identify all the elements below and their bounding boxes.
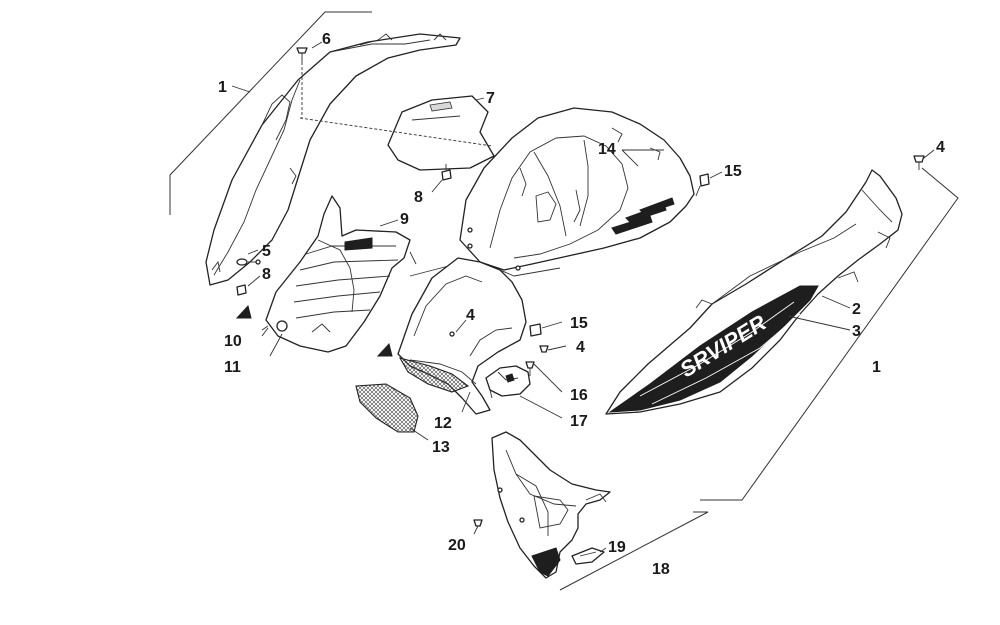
left-side-panel	[205, 33, 461, 286]
leader-15-lower	[541, 321, 563, 329]
callout-5: 5	[262, 243, 271, 260]
callout-15-lower: 15	[570, 315, 588, 332]
leader-12	[461, 391, 471, 413]
leader-6	[311, 41, 323, 49]
callout-8-left: 8	[262, 266, 271, 283]
callout-17: 17	[570, 413, 588, 430]
callout-3: 3	[852, 323, 861, 340]
screw-20	[473, 519, 483, 527]
mesh-screen-13	[355, 383, 419, 433]
leader-15-upper	[709, 171, 723, 179]
screw-6	[296, 47, 308, 62]
clip-15-upper	[695, 173, 710, 197]
leader-16	[533, 363, 563, 393]
callout-1-left: 1	[218, 79, 227, 96]
leader-2	[821, 295, 851, 309]
nose-cowl-12	[397, 257, 527, 415]
vent-19	[571, 547, 605, 565]
leader-13	[409, 427, 429, 441]
upper-hood-14	[459, 107, 695, 277]
leader-7	[475, 97, 485, 101]
leader-4-center	[455, 319, 467, 333]
clip-8-upper	[441, 164, 452, 181]
callout-9: 9	[400, 211, 409, 228]
leader-19	[599, 547, 607, 553]
leader-8-upper	[431, 179, 443, 193]
callout-18: 18	[652, 561, 670, 578]
callout-8-upper: 8	[414, 189, 423, 206]
belly-pan-18	[491, 431, 611, 579]
washer-5	[236, 258, 261, 266]
callout-4-center: 4	[466, 307, 475, 324]
leader-11	[269, 333, 283, 357]
callout-10: 10	[224, 333, 242, 350]
screw-4-lower	[539, 345, 549, 353]
callout-1-right: 1	[872, 359, 881, 376]
leader-5	[247, 249, 259, 255]
callout-11: 11	[224, 359, 241, 376]
leader-4-right	[923, 149, 935, 159]
callout-4-right: 4	[936, 139, 945, 156]
bracket-17	[485, 365, 531, 399]
callout-4-lower: 4	[576, 339, 585, 356]
leader-1-left	[231, 85, 251, 93]
group-bracket-right-side-panel	[700, 167, 959, 501]
leader-14-a	[621, 149, 639, 167]
leader-10	[261, 327, 269, 337]
callout-16: 16	[570, 387, 588, 404]
direction-arrow-center	[376, 342, 393, 357]
callout-20: 20	[448, 537, 466, 554]
leader-3	[787, 315, 851, 331]
group-bracket-belly-pan	[559, 511, 709, 591]
direction-arrow-left	[235, 304, 252, 319]
group-bracket-left-side-panel	[169, 11, 372, 215]
screw-4-right	[913, 155, 925, 170]
callout-14: 14	[598, 141, 616, 158]
callout-13: 13	[432, 439, 450, 456]
leader-9	[379, 219, 399, 227]
link-9-to-12	[409, 251, 417, 265]
leader-17	[519, 395, 563, 419]
clip-8-left	[236, 284, 247, 296]
callout-12: 12	[434, 415, 452, 432]
right-side-panel	[605, 169, 903, 415]
vent-grille-9	[261, 195, 411, 353]
leader-8-left	[247, 275, 261, 287]
leader-20	[473, 525, 479, 535]
callout-19: 19	[608, 539, 626, 556]
callout-2: 2	[852, 301, 861, 318]
screw-16	[525, 361, 535, 376]
leader-4-lower	[547, 345, 567, 351]
callout-6: 6	[322, 31, 331, 48]
inner-panel-7	[299, 95, 495, 171]
callout-7: 7	[486, 90, 495, 107]
clip-15-lower	[529, 323, 542, 337]
callout-15-upper: 15	[724, 163, 742, 180]
